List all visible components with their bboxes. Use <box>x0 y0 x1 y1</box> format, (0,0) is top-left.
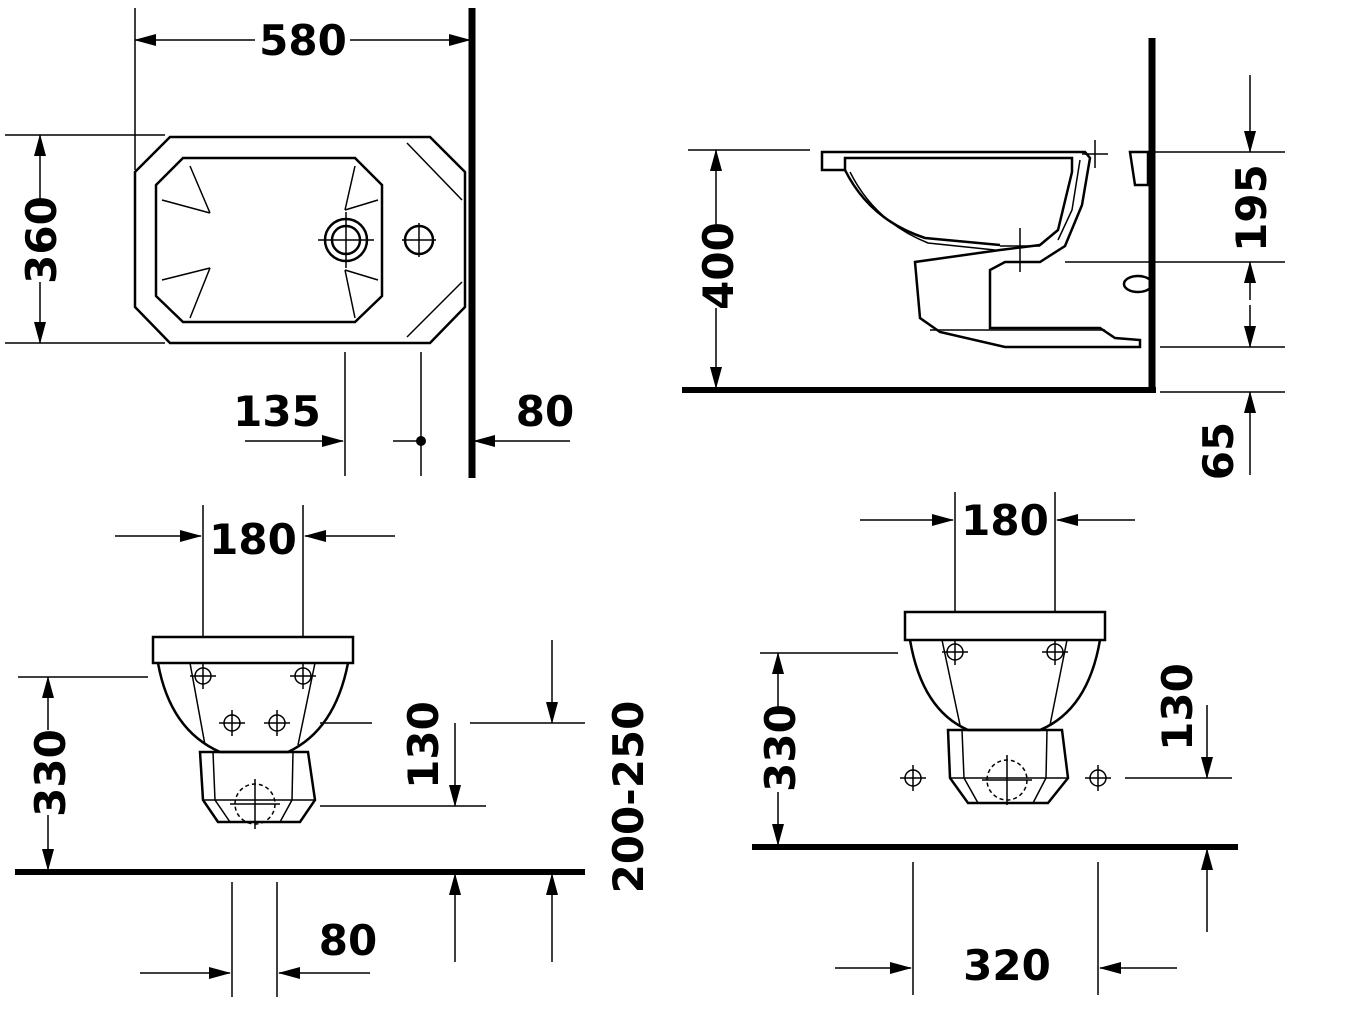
dim-200-250-label: 200-250 <box>604 701 653 894</box>
front-view-right: 180 330 130 320 <box>752 492 1238 995</box>
dim-130-left-label: 130 <box>399 701 448 789</box>
bidet-outline-top <box>133 135 467 345</box>
bidet-pedestal-front-left <box>198 750 317 824</box>
bidet-rim-front-left <box>151 635 355 665</box>
drain-pipe-icon <box>1122 274 1154 294</box>
fixing-point-icon <box>900 639 1111 791</box>
dim-195-label: 195 <box>1227 164 1276 252</box>
dim-65-label: 65 <box>1194 422 1243 480</box>
bidet-profile-side <box>820 150 1142 349</box>
dim-130-right-label: 130 <box>1153 663 1202 751</box>
dim-320-label: 320 <box>963 941 1051 990</box>
dim-80-top-label: 80 <box>516 387 574 436</box>
bidet-rim-front-right <box>903 610 1107 642</box>
dim-330-left-label: 330 <box>26 729 75 817</box>
overflow-hole-icon <box>402 223 436 257</box>
wall-bracket-side <box>1128 150 1150 187</box>
side-view: 400 195 65 <box>682 38 1285 480</box>
top-view: 580 360 135 80 <box>5 8 574 478</box>
dim-330-right-label: 330 <box>756 704 805 792</box>
bidet-pedestal-front-right <box>946 728 1070 805</box>
dim-180-right-label: 180 <box>961 496 1049 545</box>
dim-580-label: 580 <box>259 16 347 65</box>
bowl-outline-top <box>154 156 384 324</box>
dim-135-label: 135 <box>233 387 321 436</box>
front-view-left: 180 330 130 200-250 80 <box>15 505 653 997</box>
dim-360-label: 360 <box>17 196 66 284</box>
dim-180-left-label: 180 <box>209 515 297 564</box>
fixing-point-icon <box>190 663 316 736</box>
dim-400-label: 400 <box>694 222 743 310</box>
dim-80-bottom-label: 80 <box>319 916 377 965</box>
tap-hole-icon <box>318 212 374 268</box>
